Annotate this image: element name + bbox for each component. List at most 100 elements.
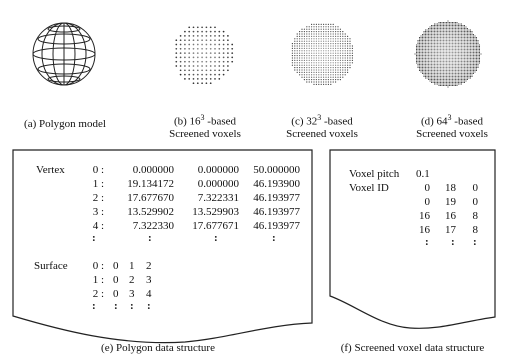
voxel-dot (453, 23, 455, 25)
voxel-dot (433, 26, 436, 28)
voxel-dot (459, 29, 461, 31)
voxel-dot (465, 74, 467, 76)
voxel-dot (424, 44, 427, 46)
voxel-dot (214, 26, 216, 29)
voxel-dot (466, 39, 469, 42)
voxel-dot (337, 64, 339, 66)
voxel-dot (351, 47, 353, 50)
voxel-dot (454, 35, 457, 37)
voxel-dot (435, 33, 437, 36)
voxel-dot (468, 33, 470, 36)
voxel-dot (320, 40, 322, 42)
voxel-dot (438, 42, 440, 45)
voxel-dot (454, 63, 457, 66)
voxel-dot (459, 65, 461, 67)
voxel-dot (349, 38, 351, 40)
voxel-dot (444, 21, 446, 24)
voxel-dot (342, 45, 344, 47)
voxel-dot (342, 40, 344, 42)
voxel-dot (335, 45, 337, 47)
voxel-dot (418, 53, 421, 55)
voxel-dot (459, 69, 461, 72)
voxel-dot (222, 69, 225, 72)
voxel-dot (436, 83, 439, 85)
voxel-dot (433, 30, 436, 33)
voxel-dot (318, 74, 320, 76)
voxel-dot (429, 56, 431, 58)
voxel-dot (421, 42, 424, 45)
voxel-dot (466, 72, 469, 75)
voxel-dot (192, 43, 195, 46)
voxel-dot (456, 35, 458, 37)
voxel-dot (351, 52, 353, 54)
voxel-dot (417, 57, 419, 60)
voxel-dot (450, 77, 452, 79)
voxel-dot (299, 31, 301, 33)
voxel-dot (459, 51, 461, 54)
voxel-dot (450, 44, 452, 46)
voxel-dot (474, 60, 476, 63)
voxel-dot (424, 35, 427, 37)
voxel-dot (205, 78, 208, 80)
voxel-dot (420, 36, 422, 39)
voxel-dot (332, 28, 334, 30)
voxel-dot (442, 48, 445, 51)
voxel-dot (429, 50, 431, 52)
voxel-dot (432, 72, 434, 75)
voxel-dot (462, 63, 464, 66)
voxel-dot (175, 39, 178, 42)
voxel-dot (471, 39, 473, 42)
voxel-dot (435, 56, 437, 58)
voxel-dot (318, 50, 320, 52)
voxel-dot (420, 54, 422, 57)
voxel-dot (444, 72, 446, 75)
voxel-dot (465, 29, 467, 31)
voxel-dot (469, 48, 472, 51)
voxel-dot (445, 62, 448, 64)
voxel-dot (430, 26, 433, 28)
voxel-dot (325, 45, 327, 47)
voxel-dot (463, 69, 466, 72)
voxel-dot (427, 48, 430, 51)
voxel-dot (438, 38, 440, 40)
voxel-dot (327, 31, 329, 33)
voxel-dot (418, 62, 421, 64)
voxel-dot (308, 76, 310, 78)
voxel-dot (465, 36, 467, 39)
voxel-dot (451, 44, 454, 46)
voxel-dot (463, 30, 466, 33)
voxel-dot (209, 39, 212, 42)
voxel-dot (447, 72, 449, 75)
voxel-dot (342, 43, 344, 45)
voxel-dot (475, 38, 478, 40)
voxel-dot (306, 26, 308, 28)
voxel-dot (344, 69, 346, 71)
voxel-dot (429, 71, 431, 73)
voxel-dot (466, 29, 469, 31)
voxel-dot (315, 69, 317, 71)
voxel-dot (465, 71, 467, 73)
voxel-dot (460, 44, 463, 46)
voxel-dot (472, 41, 475, 43)
voxel-dot (432, 77, 434, 79)
voxel-dot (442, 74, 445, 76)
voxel-dot (424, 57, 427, 60)
voxel-dot (463, 35, 466, 37)
voxel-dot (436, 45, 439, 48)
voxel-dot (188, 60, 191, 63)
voxel-dot (453, 80, 455, 82)
voxel-dot (417, 41, 419, 43)
voxel-dot (432, 57, 434, 60)
voxel-dot (335, 26, 337, 28)
voxel-dot (454, 60, 457, 63)
voxel-dot (432, 59, 434, 61)
voxel-dot (330, 31, 332, 33)
voxel-dot (339, 59, 341, 62)
voxel-dot (432, 33, 434, 36)
voxel-dot (435, 81, 437, 84)
voxel-dot (459, 26, 461, 28)
voxel-dot (474, 56, 476, 58)
voxel-dot (462, 59, 464, 61)
voxel-dot (459, 68, 461, 70)
voxel-dot (454, 80, 457, 82)
